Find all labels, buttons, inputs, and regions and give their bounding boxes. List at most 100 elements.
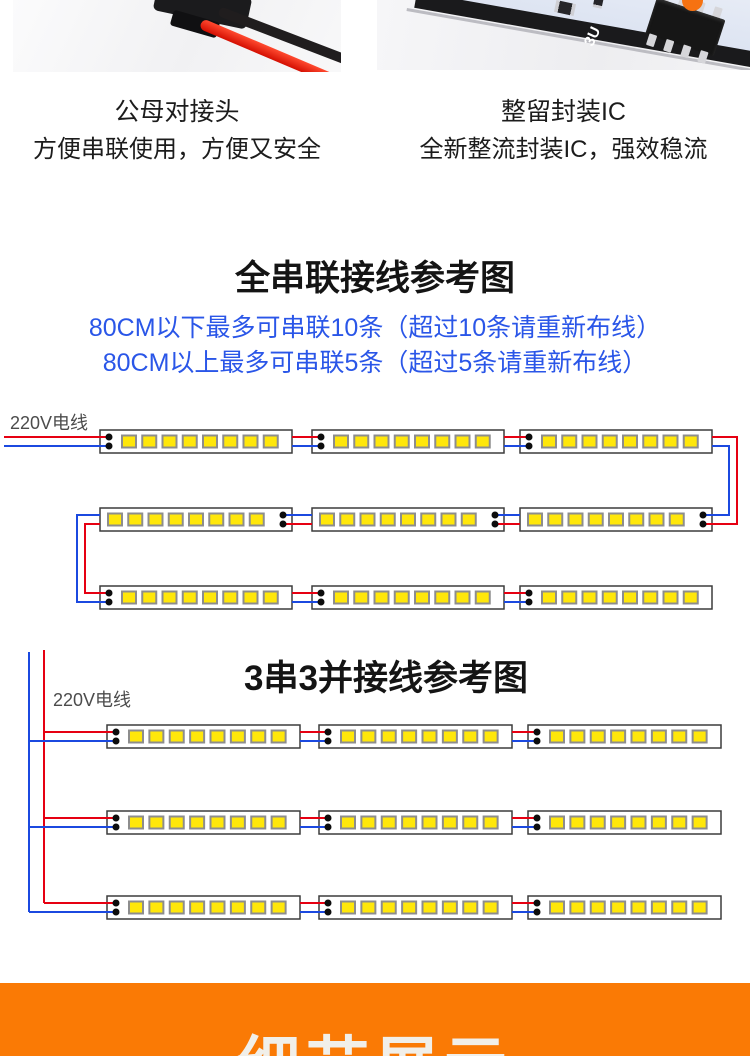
led-chip bbox=[474, 434, 491, 449]
led-chip bbox=[209, 729, 226, 744]
solder-dot bbox=[112, 737, 120, 745]
solder-dot bbox=[105, 433, 113, 441]
solder-dot bbox=[324, 823, 332, 831]
led-chip bbox=[161, 590, 178, 605]
solder-dot bbox=[324, 814, 332, 822]
led-chip bbox=[353, 434, 370, 449]
led-chip bbox=[628, 512, 645, 527]
solder-dot bbox=[324, 899, 332, 907]
led-chip bbox=[248, 512, 265, 527]
series-power-label: 220V电线 bbox=[10, 413, 89, 433]
led-chip bbox=[380, 729, 397, 744]
led-chip bbox=[650, 729, 667, 744]
led-chip bbox=[682, 434, 699, 449]
led-chip bbox=[360, 729, 377, 744]
solder-dot bbox=[533, 814, 541, 822]
led-chip bbox=[440, 512, 457, 527]
led-chip bbox=[401, 900, 418, 915]
led-chip bbox=[128, 900, 144, 915]
led-chip bbox=[222, 434, 239, 449]
solder-dot bbox=[525, 589, 533, 597]
solder-dot bbox=[324, 908, 332, 916]
solder-dot bbox=[317, 442, 325, 450]
led-chip bbox=[567, 512, 584, 527]
led-chip bbox=[401, 729, 418, 744]
led-chip bbox=[242, 434, 259, 449]
solder-dot bbox=[112, 899, 120, 907]
led-chip bbox=[188, 512, 204, 527]
led-chip bbox=[421, 815, 438, 830]
solder-dot bbox=[112, 908, 120, 916]
parallel-power-label: 220V电线 bbox=[53, 690, 132, 710]
led-chip bbox=[379, 512, 396, 527]
solder-dot bbox=[279, 511, 287, 519]
led-chip bbox=[569, 815, 586, 830]
solder-dot bbox=[533, 823, 541, 831]
led-chip bbox=[421, 729, 438, 744]
solder-dot bbox=[105, 442, 113, 450]
solder-dot bbox=[699, 511, 707, 519]
led-chip bbox=[474, 590, 491, 605]
orange-marker-dot bbox=[682, 0, 703, 11]
led-chip bbox=[202, 590, 218, 605]
led-chip bbox=[581, 590, 598, 605]
led-chip bbox=[262, 434, 279, 449]
led-chip bbox=[441, 900, 458, 915]
led-chip bbox=[662, 590, 679, 605]
led-chip bbox=[671, 900, 688, 915]
led-chip bbox=[250, 815, 267, 830]
led-chip bbox=[228, 512, 245, 527]
led-chip bbox=[167, 512, 184, 527]
solder-dot bbox=[317, 598, 325, 606]
led-chip bbox=[441, 815, 458, 830]
led-chip bbox=[569, 729, 586, 744]
solder-dot bbox=[533, 899, 541, 907]
led-chip bbox=[189, 729, 206, 744]
solder-dot bbox=[317, 433, 325, 441]
led-chip bbox=[630, 729, 647, 744]
solder-dot bbox=[112, 823, 120, 831]
led-chip bbox=[561, 434, 578, 449]
led-chip bbox=[270, 729, 287, 744]
led-chip bbox=[462, 900, 479, 915]
solder-dot bbox=[324, 728, 332, 736]
left-caption-subtitle: 方便串联使用，方便又安全 bbox=[33, 136, 321, 163]
led-chip bbox=[270, 900, 287, 915]
solder-dot bbox=[699, 520, 707, 528]
parallel-section-title: 3串3并接线参考图 bbox=[244, 659, 528, 698]
led-chip bbox=[189, 900, 206, 915]
led-chip bbox=[229, 900, 246, 915]
series-section-title: 全串联接线参考图 bbox=[234, 259, 515, 298]
led-chip bbox=[561, 590, 578, 605]
led-chip bbox=[650, 815, 667, 830]
parallel-diagram bbox=[28, 650, 722, 920]
led-chip bbox=[121, 434, 137, 449]
series-diagram bbox=[4, 429, 738, 610]
wire bbox=[703, 436, 738, 525]
led-chip bbox=[414, 434, 430, 449]
led-chip bbox=[373, 434, 390, 449]
led-chip bbox=[601, 434, 618, 449]
series-note-1: 80CM以下最多可串联10条（超过10条请重新布线） bbox=[88, 314, 662, 342]
led-chip bbox=[359, 512, 376, 527]
solder-dot bbox=[533, 728, 541, 736]
wire bbox=[76, 514, 109, 603]
led-chip bbox=[189, 815, 206, 830]
led-chip bbox=[650, 900, 667, 915]
led-chip bbox=[168, 815, 185, 830]
solder-dot bbox=[525, 598, 533, 606]
solder-dot bbox=[525, 442, 533, 450]
led-chip bbox=[319, 512, 335, 527]
led-chip bbox=[107, 512, 123, 527]
solder-dot bbox=[112, 814, 120, 822]
led-chip bbox=[610, 815, 627, 830]
led-chip bbox=[541, 590, 557, 605]
led-chip bbox=[353, 590, 370, 605]
led-chip bbox=[662, 434, 679, 449]
led-chip bbox=[181, 590, 198, 605]
led-chip bbox=[393, 590, 410, 605]
led-chip bbox=[441, 729, 458, 744]
led-chip bbox=[147, 512, 164, 527]
led-chip bbox=[360, 815, 377, 830]
solder-dot bbox=[279, 520, 287, 528]
